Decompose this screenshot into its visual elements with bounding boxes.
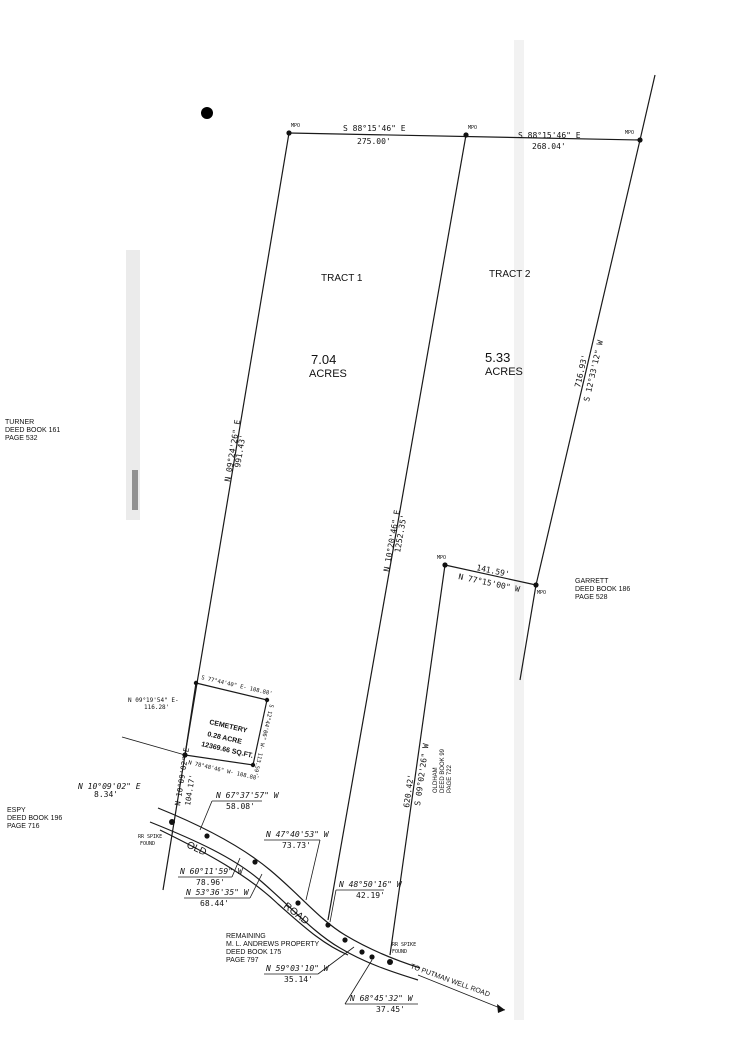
notch-top [444, 564, 537, 586]
east-line [535, 139, 641, 586]
east-line-ext [639, 74, 656, 141]
middle-line [327, 134, 467, 921]
north-right-dist: 268.04' [532, 142, 566, 151]
garrett-page: PAGE 528 [575, 594, 608, 601]
tract1-name: TRACT 1 [321, 273, 363, 284]
boundary-lines [121, 74, 656, 956]
mpo-label: MPO [291, 123, 300, 129]
turner-page: PAGE 532 [5, 435, 38, 442]
espy-page: PAGE 716 [7, 823, 40, 830]
west-line [184, 132, 290, 756]
marker [342, 937, 348, 943]
ink-dot [201, 107, 213, 119]
spike-label-west-2: FOUND [140, 841, 155, 847]
marker [204, 833, 210, 839]
road-call-4-bearing: N 53°36'35" W [185, 888, 250, 897]
oldham-page: PAGE 722 [447, 764, 453, 793]
marker [387, 959, 393, 965]
tract2-acres: 5.33 [485, 350, 510, 365]
road-call-3-dist: 78.96' [196, 878, 225, 887]
marker [637, 137, 643, 143]
road-call-7-dist: 37.45' [376, 1005, 405, 1014]
road-call-leaders [178, 800, 418, 1005]
marker [533, 582, 539, 588]
garrett-deed: DEED BOOK 186 [575, 586, 630, 593]
tract2-acres-unit: ACRES [485, 366, 523, 378]
notch-bearing: N 77°15'00" W [458, 572, 521, 594]
oldham-name: OLDHAM [433, 767, 439, 793]
spike-label-east-1: RR SPIKE [392, 942, 416, 948]
marker [252, 859, 258, 865]
marker [295, 900, 301, 906]
road-call-5-dist: 42.19' [356, 891, 385, 900]
road-call-6-dist: 35.14' [284, 975, 313, 984]
mpo-label: MPO [437, 555, 446, 561]
road-label-to: TO PUTMAN WELL ROAD [409, 963, 490, 998]
marker [442, 562, 448, 568]
marker [359, 949, 365, 955]
road-call-2-bearing: N 47°40'53" W [265, 830, 330, 839]
marker [193, 680, 199, 686]
mpo-label: MPO [537, 590, 546, 596]
road-call-1-dist: 58.08' [226, 802, 255, 811]
garrett-name: GARRETT [575, 578, 609, 585]
remaining-name: REMAINING [226, 933, 266, 940]
base-bearing: N 10°09'02" E [77, 782, 141, 791]
scan-artifacts [126, 40, 524, 1020]
oldham-deed: DEED BOOK 99 [440, 748, 446, 793]
cemetery-right-call: S 12°44'06" W- 113.59' [252, 704, 274, 776]
remaining-page: PAGE 797 [226, 957, 259, 964]
road-call-2-dist: 73.73' [282, 841, 311, 850]
road-call-4-dist: 68.44' [200, 899, 229, 908]
old-road [149, 807, 506, 1013]
road-call-6-bearing: N 59°03'10" W [265, 964, 330, 973]
mpo-label: MPO [468, 125, 477, 131]
road-label-old: OLD [185, 840, 208, 859]
marker [286, 130, 292, 136]
road-call-5-bearing: N 48°50'16" W [338, 880, 403, 889]
north-left-dist: 275.00' [357, 137, 391, 146]
turner-name: TURNER [5, 419, 34, 426]
road-call-7-bearing: N 68°45'32" W [349, 994, 414, 1003]
cemetery-left-bearing: N 09°19'54" E- [128, 697, 179, 704]
tract1-acres: 7.04 [311, 352, 336, 367]
notch-west [389, 564, 446, 956]
espy-name: ESPY [7, 807, 26, 814]
cemetery-sqft: 12369.66 SQ.FT. [201, 741, 254, 760]
road-label-road: ROAD [281, 901, 311, 927]
road-call-1-bearing: N 67°37'57" W [215, 791, 280, 800]
north-right-bearing: S 88°15'46" E [518, 131, 581, 140]
remaining-deed: DEED BOOK 175 [226, 949, 281, 956]
espy-line [121, 736, 186, 756]
marker [369, 954, 375, 960]
cemetery-left-dist: 116.28' [144, 704, 169, 711]
marker [182, 752, 188, 758]
east-line-lower [519, 584, 537, 681]
spike-label-east-2: FOUND [392, 949, 407, 955]
marker [250, 762, 256, 768]
marker [463, 132, 469, 138]
marker [325, 922, 331, 928]
marker [169, 819, 175, 825]
remaining-owner: M. L. ANDREWS PROPERTY [226, 941, 320, 948]
turner-deed: DEED BOOK 161 [5, 427, 60, 434]
tract1-acres-unit: ACRES [309, 368, 347, 380]
tract2-name: TRACT 2 [489, 269, 531, 280]
road-call-3-bearing: N 60°11'59" W [179, 867, 244, 876]
espy-deed: DEED BOOK 196 [7, 815, 62, 822]
corner-markers [169, 130, 643, 965]
mpo-labels: MPO MPO MPO MPO MPO [291, 123, 634, 596]
north-left-bearing: S 88°15'46" E [343, 124, 406, 133]
marker [264, 697, 270, 703]
spike-label-west-1: RR SPIKE [138, 834, 162, 840]
base-dist: 8.34' [94, 790, 118, 799]
cemetery-bottom-call: N 78°48'46" W- 108.88' [188, 760, 260, 782]
mpo-label: MPO [625, 130, 634, 136]
